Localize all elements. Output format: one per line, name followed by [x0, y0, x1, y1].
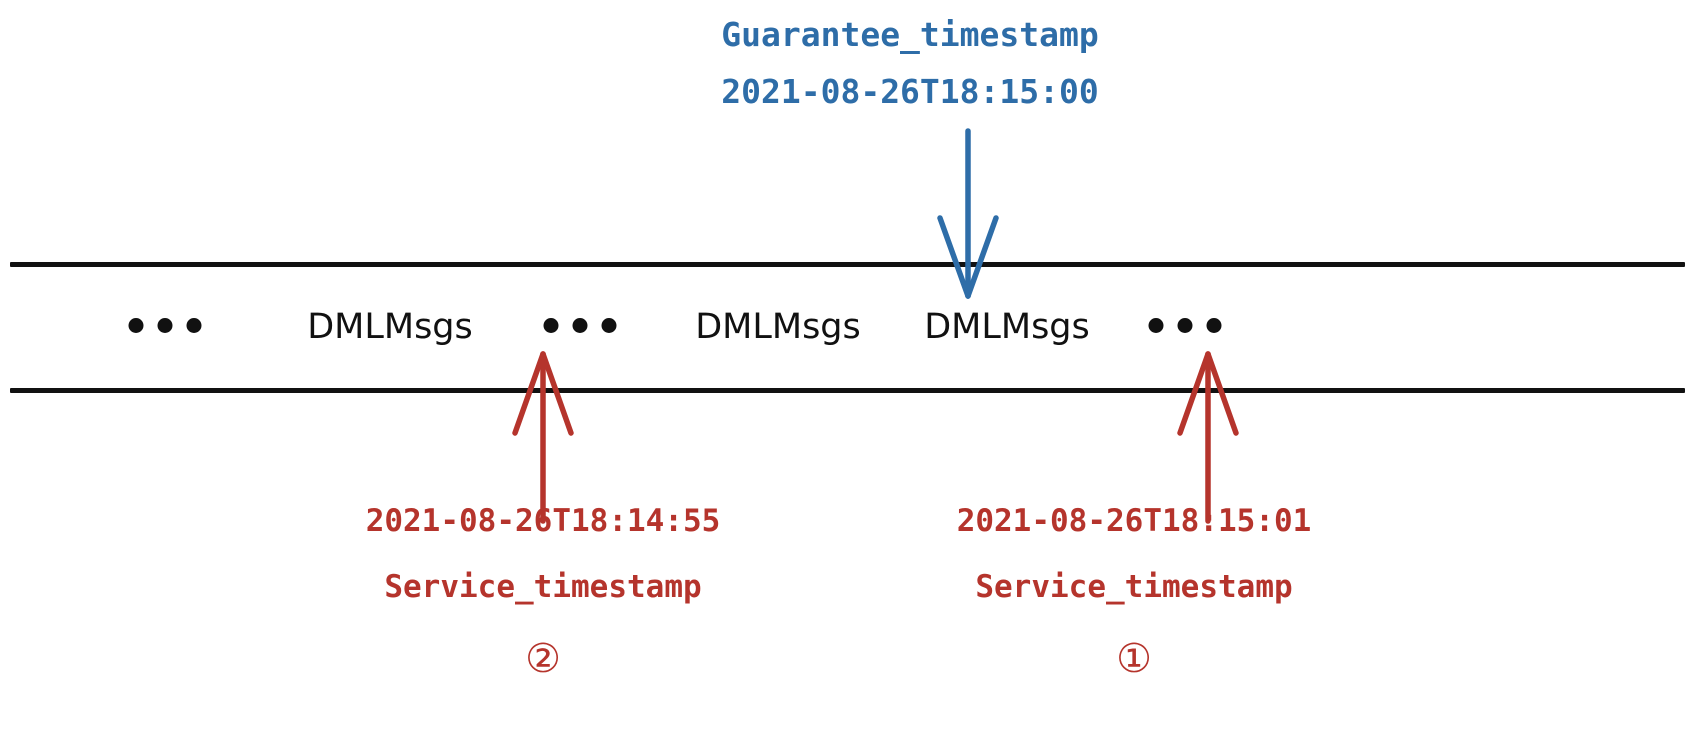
dot-glyph [543, 317, 559, 333]
service-timestamp-label-2: Service_timestamp [384, 569, 702, 605]
step-marker-1: ① [1116, 636, 1152, 682]
dml-msgs-label-2: DMLMsgs [695, 307, 861, 347]
dot-glyph [1206, 317, 1222, 333]
guarantee-timestamp-label: Guarantee_timestamp [721, 15, 1099, 54]
dot-glyph [572, 317, 588, 333]
dot-glyph [1148, 317, 1164, 333]
dot-glyph [186, 317, 202, 333]
dot-glyph [128, 317, 144, 333]
service-event-block-1: 2021-08-26T18:15:01 Service_timestamp ① [874, 497, 1394, 681]
arrow-up-icon [512, 351, 574, 524]
dot-glyph [601, 317, 617, 333]
guarantee-timestamp-value: 2021-08-26T18:15:00 [721, 72, 1099, 111]
guarantee-timestamp-block: Guarantee_timestamp 2021-08-26T18:15:00 [0, 6, 1696, 120]
stream-band-top-line [10, 262, 1685, 267]
service-event-block-2: 2021-08-26T18:14:55 Service_timestamp ② [283, 497, 803, 681]
service-timestamp-value-2: 2021-08-26T18:14:55 [365, 503, 721, 539]
service-timestamp-label-1: Service_timestamp [975, 569, 1293, 605]
service-timestamp-value-1: 2021-08-26T18:15:01 [956, 503, 1312, 539]
stream-ellipsis-left [128, 301, 202, 349]
dot-glyph [157, 317, 173, 333]
step-marker-2: ② [525, 636, 561, 682]
dot-glyph [1177, 317, 1193, 333]
arrow-up-icon [1177, 351, 1239, 524]
stream-ellipsis-right [1148, 301, 1222, 349]
arrow-down-icon [937, 128, 999, 299]
dml-msgs-label-3: DMLMsgs [924, 307, 1090, 347]
stream-band-bottom-line [10, 388, 1685, 393]
stream-ellipsis-middle [543, 301, 617, 349]
dml-msgs-label-1: DMLMsgs [307, 307, 473, 347]
